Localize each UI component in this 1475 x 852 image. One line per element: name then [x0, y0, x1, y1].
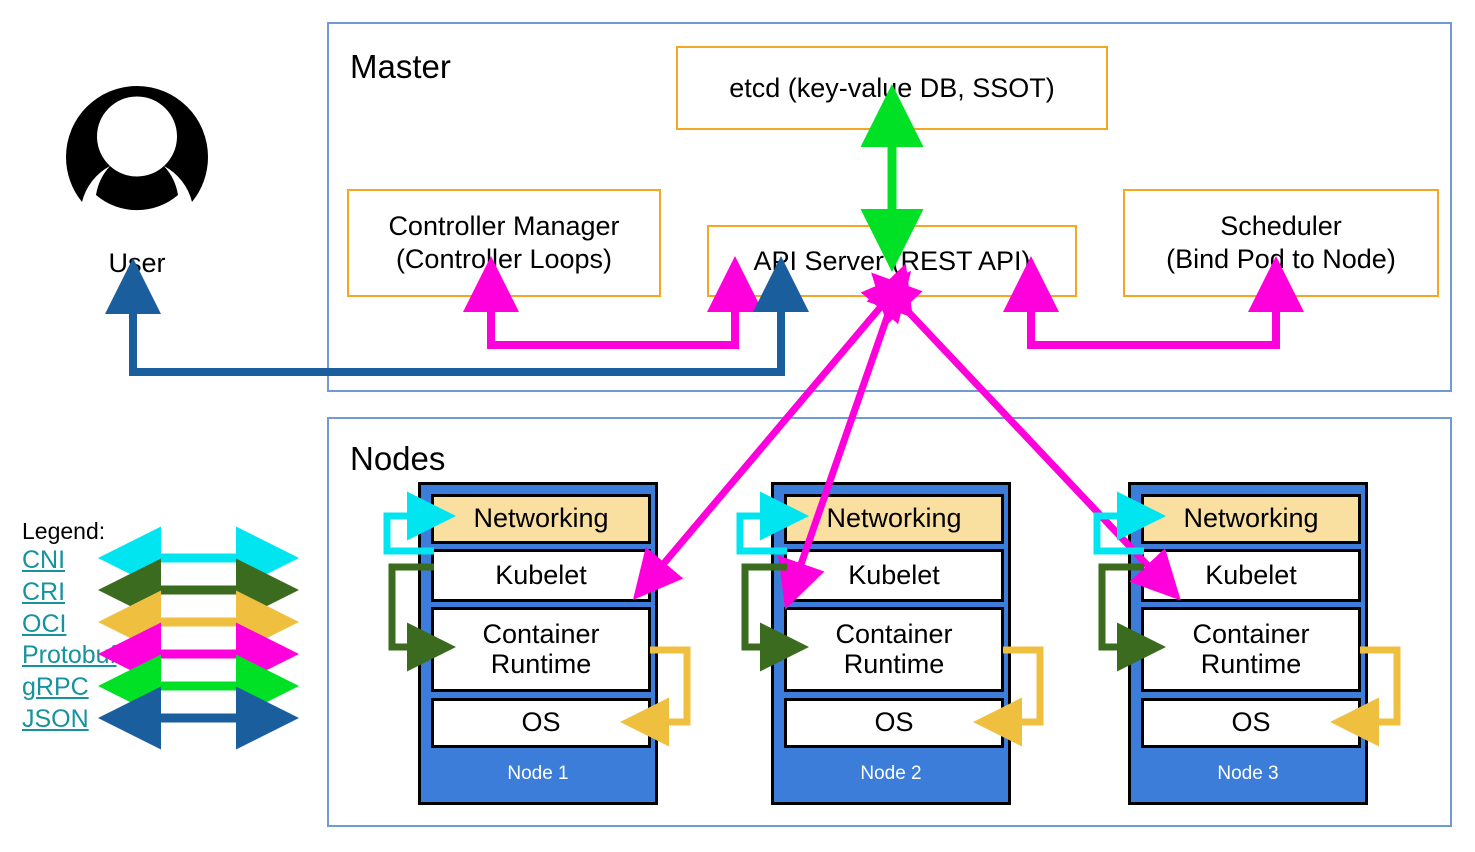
- node-card-2[interactable]: Networking Kubelet Container Runtime OS …: [771, 482, 1011, 805]
- etcd-box[interactable]: etcd (key-value DB, SSOT): [676, 46, 1108, 130]
- node-1-container-runtime-label: Container Runtime: [482, 618, 600, 679]
- node-3-name: Node 3: [1217, 763, 1279, 784]
- legend-item-cni-label[interactable]: CNI: [22, 546, 66, 574]
- node-2-networking-label: Networking: [826, 503, 962, 534]
- node-1-kubelet-label: Kubelet: [495, 559, 587, 590]
- user-icon-svg: [65, 86, 209, 211]
- api-server-label: API Server (REST API): [753, 245, 1031, 276]
- nodes-title: Nodes: [350, 440, 446, 477]
- node-2-container-runtime-box[interactable]: Container Runtime: [784, 607, 1004, 692]
- node-1-os-label: OS: [521, 707, 561, 738]
- legend-item-cri-label[interactable]: CRI: [22, 578, 66, 606]
- node-3-os-label: OS: [1231, 707, 1271, 738]
- etcd-label: etcd (key-value DB, SSOT): [729, 72, 1055, 103]
- master-title: Master: [350, 48, 451, 85]
- scheduler-box[interactable]: Scheduler (Bind Pod to Node): [1123, 189, 1439, 297]
- node-3-kubelet-label: Kubelet: [1205, 559, 1297, 590]
- controller-manager-line1: Controller Manager: [388, 211, 620, 242]
- node-2-networking-box[interactable]: Networking: [784, 494, 1004, 544]
- node-1-networking-label: Networking: [473, 503, 609, 534]
- scheduler-line1: Scheduler: [1220, 211, 1342, 242]
- node-1-networking-box[interactable]: Networking: [431, 494, 651, 544]
- node-3-kubelet-box[interactable]: Kubelet: [1141, 549, 1361, 602]
- node-1-kubelet-box[interactable]: Kubelet: [431, 549, 651, 602]
- node-3-networking-box[interactable]: Networking: [1141, 494, 1361, 544]
- legend-title: Legend:: [22, 518, 106, 544]
- scheduler-line2: (Bind Pod to Node): [1166, 244, 1396, 274]
- node-2-kubelet-box[interactable]: Kubelet: [784, 549, 1004, 602]
- node-1-name: Node 1: [507, 763, 569, 784]
- node-3-runtime-line1: Container: [1192, 618, 1310, 649]
- node-3-container-runtime-label: Container Runtime: [1192, 618, 1310, 679]
- legend-item-oci-label[interactable]: OCI: [22, 610, 67, 638]
- node-2-container-runtime-label: Container Runtime: [835, 618, 953, 679]
- controller-manager-box[interactable]: Controller Manager (Controller Loops): [347, 189, 661, 297]
- node-card-1[interactable]: Networking Kubelet Container Runtime OS …: [418, 482, 658, 805]
- node-3-networking-label: Networking: [1183, 503, 1319, 534]
- node-1-os-box[interactable]: OS: [431, 698, 651, 748]
- scheduler-label: Scheduler (Bind Pod to Node): [1160, 210, 1402, 276]
- legend-item-json-label[interactable]: JSON: [22, 705, 89, 733]
- legend-item-grpc-label[interactable]: gRPC: [22, 673, 89, 701]
- controller-manager-label: Controller Manager (Controller Loops): [382, 210, 625, 276]
- node-3-container-runtime-box[interactable]: Container Runtime: [1141, 607, 1361, 692]
- node-2-kubelet-label: Kubelet: [848, 559, 940, 590]
- node-1-runtime-line2: Runtime: [490, 648, 592, 679]
- node-2-runtime-line1: Container: [835, 618, 953, 649]
- node-3-runtime-line2: Runtime: [1200, 648, 1302, 679]
- node-3-os-box[interactable]: OS: [1141, 698, 1361, 748]
- user-avatar-icon: [62, 82, 212, 220]
- node-2-runtime-line2: Runtime: [843, 648, 945, 679]
- node-card-3[interactable]: Networking Kubelet Container Runtime OS …: [1128, 482, 1368, 805]
- node-2-os-label: OS: [874, 707, 914, 738]
- node-2-os-box[interactable]: OS: [784, 698, 1004, 748]
- legend-item-protobuf-label[interactable]: Protobuf: [22, 641, 117, 669]
- api-server-box[interactable]: API Server (REST API): [707, 225, 1077, 297]
- node-1-container-runtime-box[interactable]: Container Runtime: [431, 607, 651, 692]
- user-caption: User: [108, 248, 166, 278]
- node-1-runtime-line1: Container: [482, 618, 600, 649]
- controller-manager-line2: (Controller Loops): [395, 244, 613, 274]
- node-2-name: Node 2: [860, 763, 922, 784]
